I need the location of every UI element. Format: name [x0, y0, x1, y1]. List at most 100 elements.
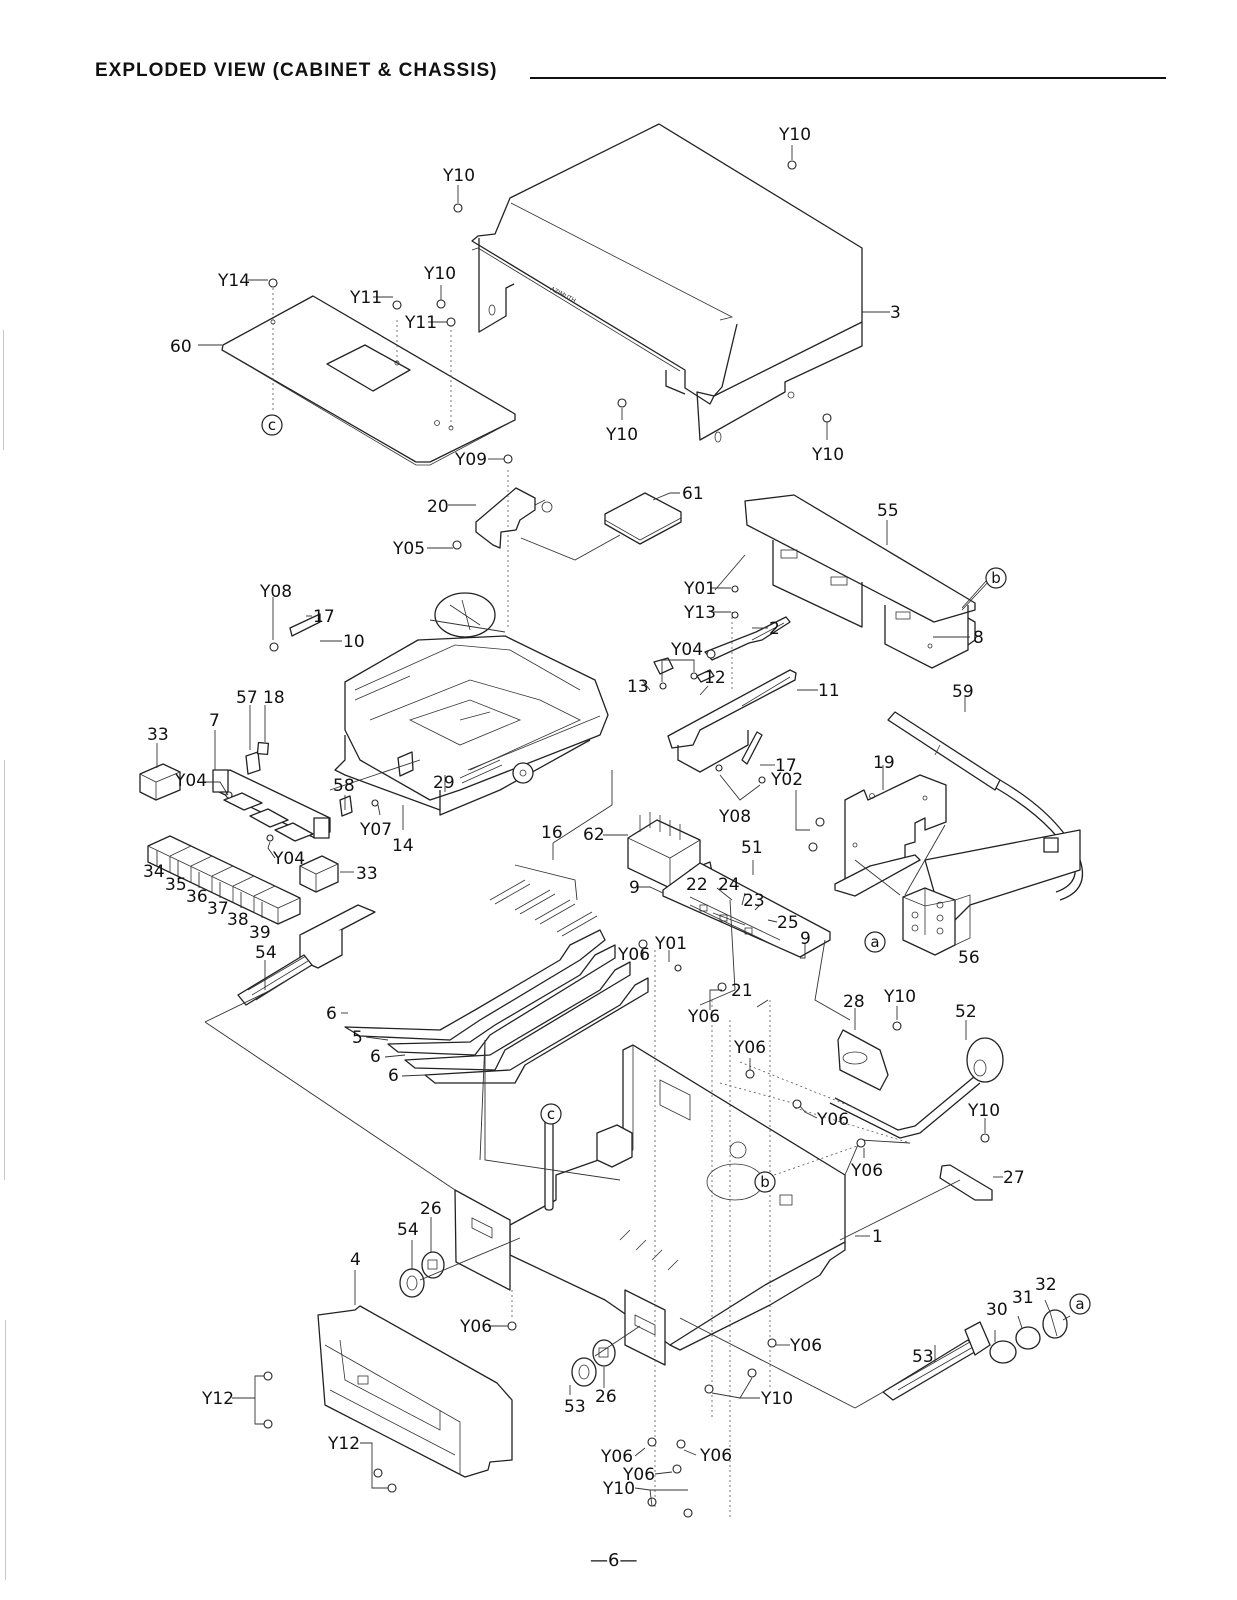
screw-icon — [268, 278, 278, 288]
callout-part-24: 24 — [718, 875, 740, 895]
callout-part-5: 5 — [352, 1028, 363, 1048]
callout-part-51: 51 — [741, 838, 763, 858]
screw-icon — [672, 1464, 682, 1474]
callout-part-32: 32 — [1035, 1275, 1057, 1295]
callout-y01: Y01 — [683, 579, 716, 599]
screw-icon — [822, 413, 832, 423]
screw-icons — [225, 160, 990, 1518]
callout-part-6: 6 — [370, 1047, 381, 1067]
callout-part-26: 26 — [595, 1387, 617, 1407]
callout-part-19: 19 — [873, 753, 895, 773]
callout-part-1: 1 — [872, 1227, 883, 1247]
callout-part-29: 29 — [433, 773, 455, 793]
screw-icon — [674, 964, 682, 972]
bottom-plate-part — [221, 295, 516, 466]
springs-16-part — [489, 864, 598, 937]
screw-icon — [659, 682, 667, 690]
slider-2-part — [704, 616, 791, 661]
scan-edge-artifact — [3, 330, 4, 450]
callout-y14: Y14 — [217, 271, 250, 291]
scan-edge-artifact — [4, 760, 5, 1180]
callout-part-58: 58 — [333, 776, 355, 796]
screw-icon — [373, 1468, 383, 1478]
reference-marker-c-chassis: c — [540, 1103, 562, 1125]
callout-y09: Y09 — [454, 450, 487, 470]
reference-marker-label: a — [1075, 1295, 1084, 1313]
callout-part-36: 36 — [186, 887, 208, 907]
callout-part-52: 52 — [955, 1002, 977, 1022]
callout-y10: Y10 — [760, 1389, 793, 1409]
callout-y11: Y11 — [404, 313, 437, 333]
screw-icon — [690, 672, 698, 680]
callout-part-10: 10 — [343, 632, 365, 652]
callout-y06: Y06 — [459, 1317, 492, 1337]
callout-part-61: 61 — [682, 484, 704, 504]
callout-y12: Y12 — [327, 1434, 360, 1454]
switch-strip-part — [212, 741, 353, 842]
screw-icon — [263, 1371, 273, 1381]
callout-part-11: 11 — [818, 681, 840, 701]
screw-icon — [758, 776, 766, 784]
callout-part-2: 2 — [769, 619, 780, 639]
screw-icon — [269, 642, 279, 652]
plate-26-right-part — [592, 1339, 616, 1367]
screw-icon — [808, 842, 818, 852]
bracket-28-part — [837, 1029, 889, 1091]
alignment-dash-lines — [272, 288, 911, 1520]
callout-part-54: 54 — [397, 1220, 419, 1240]
title-underline — [530, 77, 1166, 79]
callout-part-8: 8 — [973, 628, 984, 648]
callout-part-37: 37 — [207, 899, 229, 919]
callout-part-28: 28 — [843, 992, 865, 1012]
callout-part-56: 56 — [958, 948, 980, 968]
screw-icon — [856, 1138, 866, 1148]
callout-part-53: 53 — [564, 1397, 586, 1417]
control-shaft-54 — [237, 904, 376, 1006]
screw-icon — [787, 160, 797, 170]
callout-part-17: 17 — [775, 756, 797, 776]
screw-icon — [263, 1419, 273, 1429]
screw-icon — [683, 1508, 693, 1518]
screw-icon — [747, 1368, 757, 1378]
fast-wind-button-left — [139, 763, 181, 801]
callout-y11: Y11 — [349, 288, 382, 308]
callout-y04: Y04 — [670, 640, 703, 660]
screw-icon — [503, 454, 513, 464]
main-chassis-part — [454, 1044, 846, 1366]
callout-part-26: 26 — [420, 1199, 442, 1219]
screw-icon — [792, 1099, 802, 1109]
callout-y08: Y08 — [718, 807, 751, 827]
screw-icon — [387, 1483, 397, 1493]
screw-icon — [446, 317, 456, 327]
screw-icon — [638, 939, 648, 949]
reference-marker-b-top: b — [985, 567, 1007, 589]
reference-marker-label: c — [268, 416, 276, 434]
callout-part-12: 12 — [704, 668, 726, 688]
slider-11-part — [653, 657, 797, 773]
callout-part-6: 6 — [326, 1004, 337, 1024]
callout-part-59: 59 — [952, 682, 974, 702]
callout-part-35: 35 — [165, 875, 187, 895]
callout-part-31: 31 — [1012, 1288, 1034, 1308]
callout-y08: Y08 — [259, 582, 292, 602]
screw-icon — [647, 1437, 657, 1447]
reference-marker-c-top: c — [261, 414, 283, 436]
screw-icon — [731, 611, 739, 619]
callout-part-23: 23 — [743, 891, 765, 911]
screw-icon — [453, 203, 463, 213]
callout-part-38: 38 — [227, 910, 249, 930]
callout-part-55: 55 — [877, 501, 899, 521]
callout-part-9: 9 — [800, 929, 811, 949]
callout-part-7: 7 — [209, 711, 220, 731]
callout-y06: Y06 — [699, 1446, 732, 1466]
bracket-20-part — [475, 487, 553, 549]
reference-marker-a-shaft: a — [1069, 1293, 1091, 1315]
callout-leaders — [156, 145, 1071, 1507]
screw-icon — [436, 299, 446, 309]
reference-marker-label: a — [870, 933, 879, 951]
screw-icon — [767, 1338, 777, 1348]
callout-y06: Y06 — [617, 945, 650, 965]
page-title: EXPLODED VIEW (CABINET & CHASSIS) — [95, 60, 498, 81]
reference-marker-b-chassis: b — [754, 1171, 776, 1193]
